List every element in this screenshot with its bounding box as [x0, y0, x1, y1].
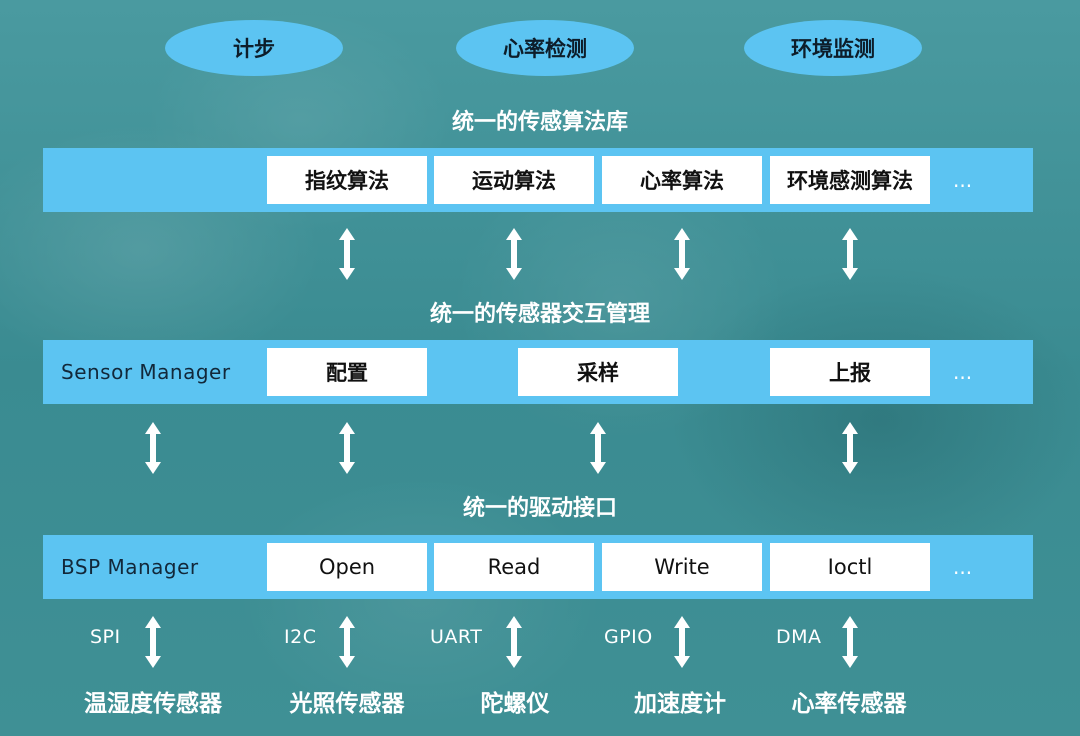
bus-label-gpio: GPIO	[604, 626, 653, 648]
driver-layer-title: 统一的驱动接口	[462, 496, 617, 521]
sensor-gyroscope: 陀螺仪	[480, 691, 550, 717]
driver-box-write: Write	[602, 543, 762, 591]
sensor-manager-label: Sensor Manager	[61, 360, 231, 384]
algo-more-ellipsis: ...	[953, 168, 973, 192]
double-arrow-icon	[842, 616, 858, 668]
sensor-more-ellipsis: ...	[953, 360, 973, 384]
double-arrow-icon	[506, 228, 522, 280]
bsp-manager-label: BSP Manager	[61, 555, 199, 579]
algo-box-heart-rate: 心率算法	[602, 156, 762, 204]
double-arrow-icon	[842, 228, 858, 280]
double-arrow-icon	[339, 616, 355, 668]
sensor-layer-title: 统一的传感器交互管理	[429, 302, 650, 327]
double-arrow-icon	[674, 228, 690, 280]
algo-box-environment: 环境感测算法	[770, 156, 930, 204]
double-arrow-icon	[674, 616, 690, 668]
double-arrow-icon	[339, 228, 355, 280]
double-arrow-icon	[590, 422, 606, 474]
algo-layer-title: 统一的传感算法库	[451, 110, 628, 135]
double-arrow-icon	[842, 422, 858, 474]
double-arrow-icon	[339, 422, 355, 474]
app-oval-heart-rate: 心率检测	[456, 20, 634, 76]
sensor-layer-band: Sensor Manager 配置 采样 上报 ...	[43, 340, 1033, 404]
double-arrow-icon	[145, 422, 161, 474]
bus-label-spi: SPI	[90, 626, 121, 648]
driver-more-ellipsis: ...	[953, 555, 973, 579]
bus-label-uart: UART	[430, 626, 483, 648]
sensor-light: 光照传感器	[289, 691, 405, 717]
bus-label-dma: DMA	[776, 626, 822, 648]
sensor-accelerometer: 加速度计	[634, 691, 726, 717]
bus-label-i2c: I2C	[284, 626, 317, 648]
sensor-box-config: 配置	[267, 348, 427, 396]
sensor-heart-rate: 心率传感器	[791, 691, 907, 717]
driver-layer-band: BSP Manager Open Read Write Ioctl ...	[43, 535, 1033, 599]
algo-box-motion: 运动算法	[434, 156, 594, 204]
algo-box-fingerprint: 指纹算法	[267, 156, 427, 204]
driver-box-read: Read	[434, 543, 594, 591]
algo-layer-band: 指纹算法 运动算法 心率算法 环境感测算法 ...	[43, 148, 1033, 212]
sensor-temp-humidity: 温湿度传感器	[84, 691, 222, 717]
driver-box-open: Open	[267, 543, 427, 591]
double-arrow-icon	[145, 616, 161, 668]
driver-box-ioctl: Ioctl	[770, 543, 930, 591]
app-oval-step-count: 计步	[165, 20, 343, 76]
sensor-box-report: 上报	[770, 348, 930, 396]
double-arrow-icon	[506, 616, 522, 668]
sensor-box-sampling: 采样	[518, 348, 678, 396]
app-oval-environment: 环境监测	[744, 20, 922, 76]
